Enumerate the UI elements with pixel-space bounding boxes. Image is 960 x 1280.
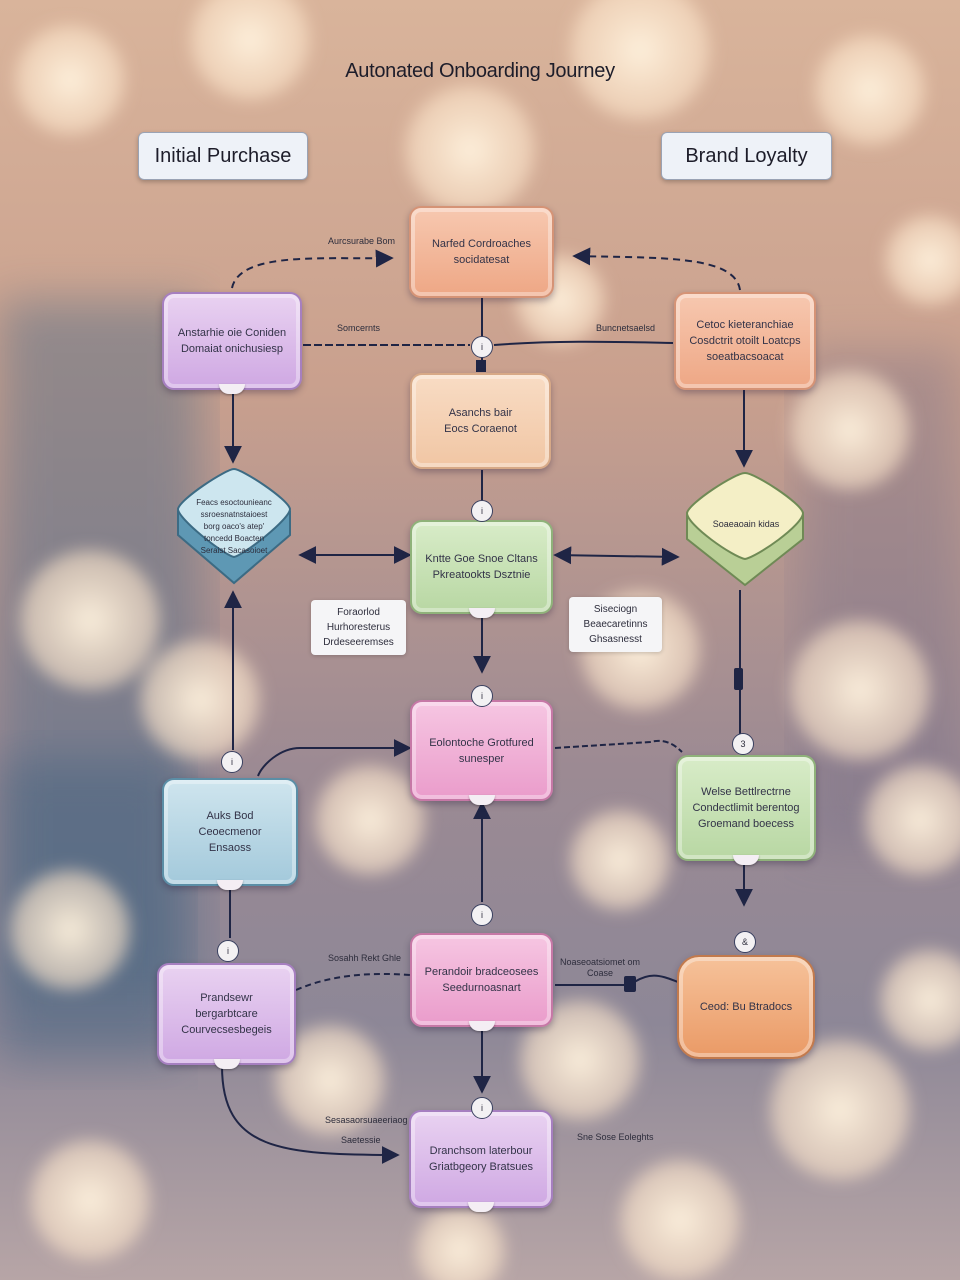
node-left-1[interactable]: Anstarhie oie Coniden Domaiat onichusies…	[162, 292, 302, 394]
header-brand-loyalty: Brand Loyalty	[661, 132, 832, 180]
header-initial-purchase: Initial Purchase	[138, 132, 308, 180]
node-left-3-label: Prandsewr bergarbtcare Courvecsesbegeis	[181, 992, 272, 1036]
badge-center-2[interactable]: i	[471, 685, 493, 707]
connector-left-to-top	[231, 249, 394, 289]
label-bottom-left-2: Saetessie	[341, 1135, 381, 1145]
connector-hub-right1	[493, 340, 674, 346]
node-center-2-label: Kntte Goe Snoe Cltans Pkreatookts Dsztni…	[425, 553, 538, 581]
diamond-left[interactable]	[172, 465, 297, 590]
badge-center-3[interactable]: i	[471, 904, 493, 926]
badge-center-1[interactable]: i	[471, 500, 493, 522]
node-bottom-label: Dranchsom laterbour Griatbgeory Bratsues	[429, 1145, 533, 1173]
node-right-3-label: Ceod: Bu Btradocs	[699, 1001, 793, 1013]
note-right: Siseciogn Beaecaretinns Ghsasnesst	[569, 597, 662, 652]
connector-right-to-top	[572, 247, 741, 291]
label-mid-left: Somcernts	[337, 323, 381, 333]
node-tab	[217, 880, 243, 890]
node-center-4-label: Perandoir bradceosees Seedurnoasnart	[424, 966, 539, 994]
label-lower-left: Sosahh Rekt Ghle	[328, 953, 402, 963]
diamond-right[interactable]	[683, 469, 808, 591]
connector-left3-bottom	[221, 1065, 400, 1164]
node-tab	[219, 384, 245, 394]
node-tab	[468, 1202, 494, 1212]
node-right-1-label: Cetoc kieteranchiae Cosdctrit otoilt Loa…	[689, 319, 801, 363]
label-mid-right: Buncnetsaelsd	[596, 323, 656, 333]
node-tab	[733, 855, 759, 865]
node-center-1-label: Asanchs bair Eocs Coraenot	[444, 407, 517, 435]
node-left-2-label: Auks Bod Ceoecmenor Ensaoss	[198, 810, 262, 854]
node-right-2[interactable]: Welse Bettlrectrne Condectlimit berentog…	[676, 755, 816, 865]
connector-center3-left2	[257, 739, 412, 777]
node-tab	[213, 1059, 240, 1069]
node-center-2[interactable]: Kntte Goe Snoe Cltans Pkreatookts Dsztni…	[410, 520, 553, 618]
node-top-center-label: Narfed Cordroaches socidatesat	[431, 238, 532, 266]
node-center-3[interactable]: Eolontoche Grotfured sunesper	[410, 700, 553, 805]
badge-right-1[interactable]: 3	[732, 733, 754, 755]
node-top-center[interactable]: Narfed Cordroaches socidatesat	[409, 206, 554, 298]
badge-top[interactable]: i	[471, 336, 493, 358]
node-center-1[interactable]: Asanchs bair Eocs Coraenot	[410, 373, 551, 469]
badge-left-1[interactable]: i	[221, 751, 243, 773]
connector-center3-right	[554, 739, 683, 753]
badge-bottom[interactable]: i	[471, 1097, 493, 1119]
node-center-4[interactable]: Perandoir bradceosees Seedurnoasnart	[410, 933, 553, 1031]
node-bottom[interactable]: Dranchsom laterbour Griatbgeory Bratsues	[409, 1110, 553, 1212]
label-bottom-left-1: Sesasaorsuaeeriaog	[325, 1115, 408, 1125]
node-tab	[468, 1021, 495, 1031]
label-top-left-arrow: Aurcsurabe Bom	[328, 236, 396, 246]
diamond-right-label: Soaeaoain kidas	[712, 519, 780, 529]
node-tab	[468, 608, 495, 618]
node-right-1[interactable]: Cetoc kieteranchiae Cosdctrit otoilt Loa…	[674, 292, 816, 390]
connector-left3-center4	[295, 972, 411, 991]
node-left-1-label: Anstarhie oie Coniden Domaiat onichusies…	[177, 327, 287, 355]
connector-center2-right-diamond	[553, 546, 680, 566]
diamond-left-label: Feacs esoctounieanc ssroesnatnstaioest b…	[196, 498, 272, 555]
label-bottom-right: Sne Sose Eoleghts	[577, 1132, 654, 1142]
badge-right-2[interactable]: &	[734, 931, 756, 953]
note-left: Foraorlod Hurhoresterus Drdeseeremses	[311, 600, 406, 655]
node-left-3[interactable]: Prandsewr bergarbtcare Courvecsesbegeis	[157, 963, 296, 1069]
diagram-title: Autonated Onboarding Journey	[345, 60, 615, 82]
node-right-2-label: Welse Bettlrectrne Condectlimit berentog…	[692, 786, 800, 830]
node-center-3-label: Eolontoche Grotfured sunesper	[429, 736, 534, 765]
node-tab	[468, 795, 495, 805]
label-lower-right: Noaseoatsiomet om Coase	[560, 957, 641, 978]
node-left-2[interactable]: Auks Bod Ceoecmenor Ensaoss	[162, 778, 298, 890]
badge-left-2[interactable]: i	[217, 940, 239, 962]
node-right-3[interactable]: Ceod: Bu Btradocs	[677, 955, 815, 1059]
